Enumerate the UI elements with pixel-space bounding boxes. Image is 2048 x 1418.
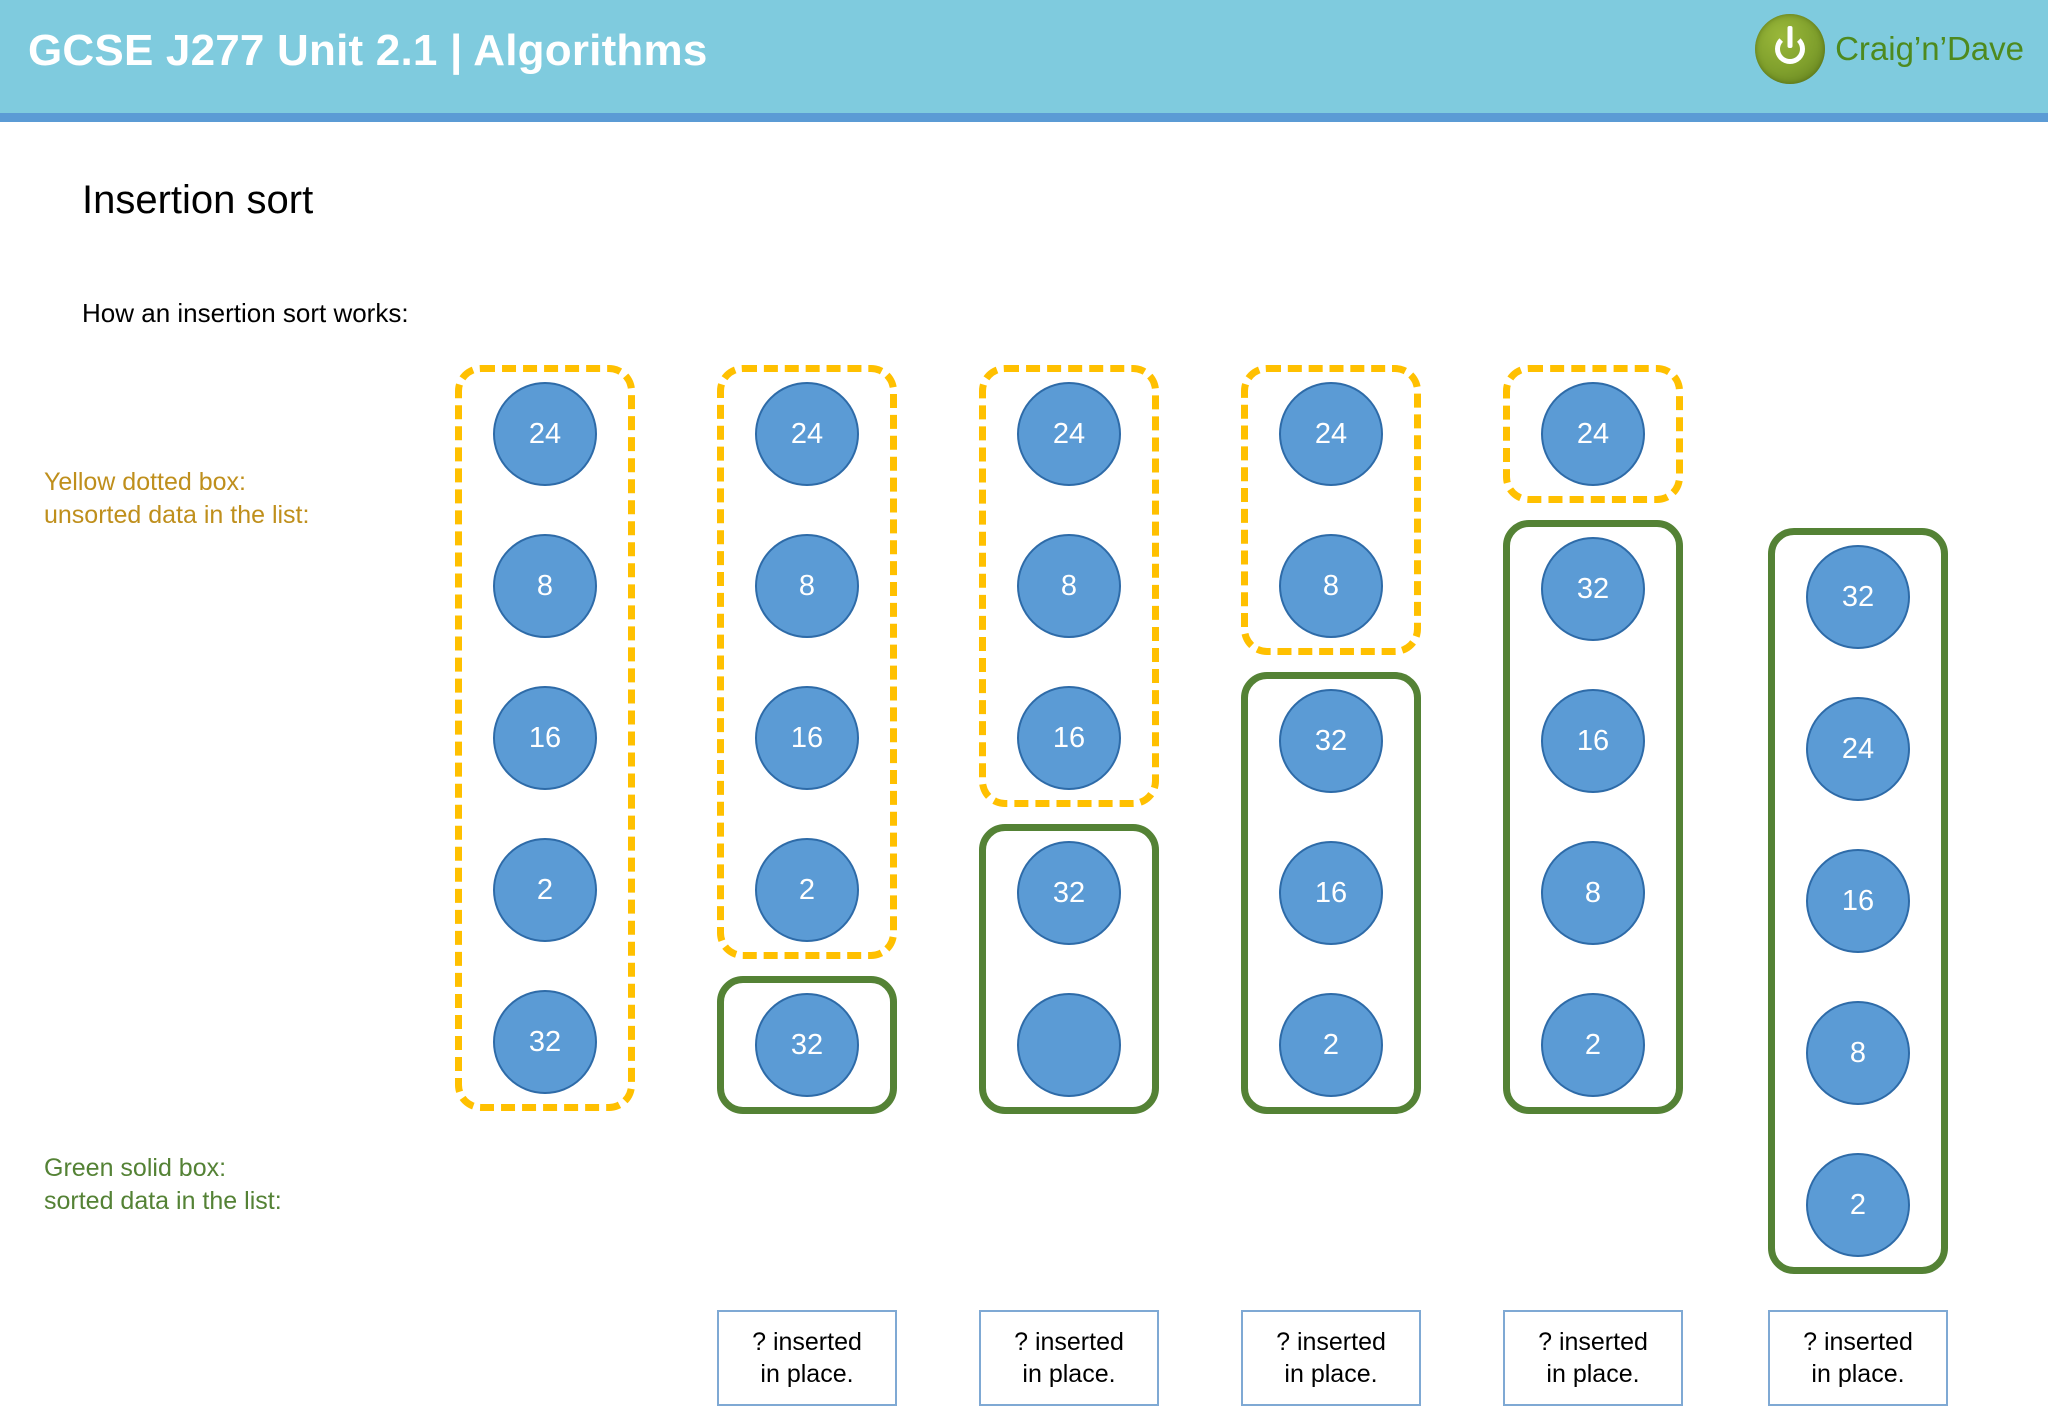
unsorted-value-node: 8 xyxy=(1279,534,1383,638)
unsorted-group-box xyxy=(1503,365,1683,503)
insertion-caption-text: ? inserted in place. xyxy=(752,1326,862,1390)
caption-line-2: in place. xyxy=(1811,1360,1905,1388)
legend-unsorted-line1: Yellow dotted box: xyxy=(44,468,247,496)
insertion-caption-text: ? inserted in place. xyxy=(1803,1326,1913,1390)
unsorted-value-node: 8 xyxy=(755,534,859,638)
sorted-group-box xyxy=(717,976,897,1114)
legend-unsorted: Yellow dotted box: unsorted data in the … xyxy=(44,466,309,532)
caption-line-1: ? inserted xyxy=(752,1328,862,1356)
insertion-caption-box: ? inserted in place. xyxy=(1768,1310,1948,1406)
insertion-caption-box: ? inserted in place. xyxy=(717,1310,897,1406)
unsorted-value-node: 32 xyxy=(493,990,597,1094)
sorted-group-box xyxy=(1241,672,1421,1114)
caption-line-2: in place. xyxy=(1546,1360,1640,1388)
insertion-caption-box: ? inserted in place. xyxy=(1241,1310,1421,1406)
caption-line-1: ? inserted xyxy=(1538,1328,1648,1356)
legend-sorted-line2: sorted data in the list: xyxy=(44,1187,282,1215)
caption-line-1: ? inserted xyxy=(1014,1328,1124,1356)
intro-text: How an insertion sort works: xyxy=(82,298,409,328)
insertion-caption-text: ? inserted in place. xyxy=(1276,1326,1386,1390)
unsorted-value-node: 24 xyxy=(755,382,859,486)
insertion-caption-text: ? inserted in place. xyxy=(1014,1326,1124,1390)
legend-unsorted-line2: unsorted data in the list: xyxy=(44,501,310,529)
brand-name-label: Craig’n’Dave xyxy=(1835,30,2024,67)
caption-line-1: ? inserted xyxy=(1803,1328,1913,1356)
insertion-caption-box: ? inserted in place. xyxy=(979,1310,1159,1406)
unsorted-group-box xyxy=(455,365,635,1111)
sorted-value-node: 32 xyxy=(1017,841,1121,945)
unsorted-value-node: 24 xyxy=(1279,382,1383,486)
sorted-value-node: 16 xyxy=(1806,849,1910,953)
slide-title: Insertion sort xyxy=(82,178,314,222)
unsorted-group-box xyxy=(717,365,897,959)
sorted-value-node: 16 xyxy=(1279,841,1383,945)
unsorted-value-node: 16 xyxy=(755,686,859,790)
unsorted-group-box xyxy=(979,365,1159,807)
sorted-group-box xyxy=(1503,520,1683,1114)
sorted-value-node: 8 xyxy=(1806,1001,1910,1105)
sorted-value-node: 2 xyxy=(1279,993,1383,1097)
sorted-value-node: 32 xyxy=(1806,545,1910,649)
unsorted-value-node: 8 xyxy=(493,534,597,638)
sorted-empty-node xyxy=(1017,993,1121,1097)
legend-sorted-line1: Green solid box: xyxy=(44,1154,227,1182)
unsorted-value-node: 2 xyxy=(755,838,859,942)
page-title: GCSE J277 Unit 2.1 | Algorithms xyxy=(28,26,708,75)
legend-sorted: Green solid box: sorted data in the list… xyxy=(44,1152,282,1218)
unsorted-value-node: 24 xyxy=(1541,382,1645,486)
page-header xyxy=(0,0,2048,113)
caption-line-2: in place. xyxy=(760,1360,854,1388)
sorted-value-node: 2 xyxy=(1541,993,1645,1097)
insertion-caption-box: ? inserted in place. xyxy=(1503,1310,1683,1406)
header-accent-rule xyxy=(0,113,2048,122)
sorted-value-node: 32 xyxy=(1279,689,1383,793)
sorted-group-box xyxy=(979,824,1159,1114)
unsorted-value-node: 16 xyxy=(1017,686,1121,790)
caption-line-1: ? inserted xyxy=(1276,1328,1386,1356)
caption-line-2: in place. xyxy=(1022,1360,1116,1388)
unsorted-value-node: 24 xyxy=(493,382,597,486)
sorted-group-box xyxy=(1768,528,1948,1274)
unsorted-value-node: 8 xyxy=(1017,534,1121,638)
sorted-value-node: 32 xyxy=(1541,537,1645,641)
sorted-value-node: 16 xyxy=(1541,689,1645,793)
power-button-icon xyxy=(1755,14,1826,84)
sorted-value-node: 24 xyxy=(1806,697,1910,801)
unsorted-value-node: 24 xyxy=(1017,382,1121,486)
sorted-value-node: 32 xyxy=(755,993,859,1097)
sorted-value-node: 8 xyxy=(1541,841,1645,945)
unsorted-group-box xyxy=(1241,365,1421,655)
unsorted-value-node: 2 xyxy=(493,838,597,942)
insertion-caption-text: ? inserted in place. xyxy=(1538,1326,1648,1390)
unsorted-value-node: 16 xyxy=(493,686,597,790)
sorted-value-node: 2 xyxy=(1806,1153,1910,1257)
caption-line-2: in place. xyxy=(1284,1360,1378,1388)
brand-logo-group: Craig’n’Dave xyxy=(1755,14,2024,84)
